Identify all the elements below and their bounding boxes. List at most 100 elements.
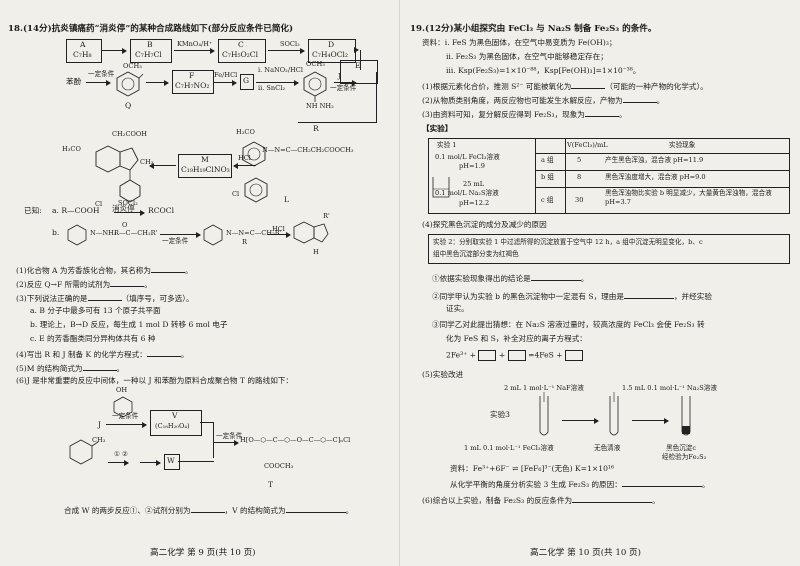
ch3-label: CH₃ (140, 158, 154, 166)
exp3-label: 实验3 (490, 410, 511, 419)
q19-p1: (1)根据元素化合价，推测 S²⁻ 可能被氧化为（可能的一种产物的化学式）。 (422, 82, 708, 91)
exp1-fe: 0.1 mol/L FeCl₃溶液 (435, 153, 500, 161)
q18-1: (1)化合物 A 为芳香族化合物，其名称为。 (16, 266, 193, 275)
known-b-o: O (122, 221, 128, 229)
q18-6: (6)J 是非常重要的反应中间体，一种以 J 和苯酚为原料合成聚合物 T 的路线… (16, 376, 293, 385)
box-f: F C₇H₇NO₂ (172, 70, 214, 94)
known-b-hcl: HCl (272, 225, 285, 233)
exp1-label: 实验 1 (437, 141, 457, 149)
h3co-label: H₃CO (62, 145, 81, 153)
known-a-reagent: SOCl₂ (118, 199, 138, 207)
footer-right: 高二化学 第 10 页(共 10 页) (530, 548, 641, 558)
eq-box-3[interactable] (565, 350, 584, 361)
indole-kb-icon (293, 221, 329, 244)
arrow-known-b (160, 231, 201, 238)
arrow-q-f (146, 79, 169, 86)
known-b-product: N—N=C—CH₂R' (226, 229, 282, 237)
label-t: T (268, 480, 274, 489)
box-d-formula: C₇H₄OCl₂ (312, 50, 349, 59)
row-a-group: a 组 (541, 156, 554, 164)
arrow-j-v (106, 421, 147, 428)
indole-icon (95, 145, 141, 203)
q19-p4: (4)探究黑色沉淀的成分及减少的原因 (422, 220, 547, 229)
reagent-na2s: 1.5 mL 0.1 mol·L⁻¹ Na₂S溶液 (622, 384, 717, 392)
q19-p4-2: ②同学甲认为实验 b 的黑色沉淀物中一定混有 S，理由是，并经实验 (432, 292, 712, 301)
known-title: 已知: (24, 206, 42, 215)
row-b-obs: 黑色浑浊度增大，混合液 pH=9.0 (605, 173, 706, 181)
arrow-v-t (214, 439, 239, 446)
known-b-ketone: R—C—CH₂R' (114, 229, 158, 237)
t-coo: COOCH₃ (264, 462, 294, 470)
box-e-label: E (355, 61, 361, 70)
box-v: V (C₁₈H₂₀O₄) (150, 410, 202, 436)
eq-box-1[interactable] (478, 350, 497, 361)
box-b-formula: C₇H₇Cl (135, 50, 162, 59)
th-v: V(FeCl₃)/mL (567, 141, 608, 149)
exp2-box: 实验 2：分别取实验 1 中过滤所得的沉淀放置于空气中 12 h，a 组中沉淀无… (428, 234, 790, 264)
box-g-label: G (243, 76, 250, 85)
box-a-formula: C₇H₈ (73, 50, 92, 59)
ring-kb-icon (67, 224, 87, 246)
q18-2: (2)反应 Q→F 所需的试剂为。 (16, 280, 152, 289)
exp1-vol: 25 mL (463, 180, 485, 188)
footer-left: 高二化学 第 9 页(共 10 页) (150, 548, 256, 558)
q19-p4-3b: 化为 FeS 和 S，补全对应的离子方程式： (446, 334, 587, 343)
row-div-2 (535, 170, 789, 171)
eq-box-2[interactable] (507, 350, 526, 361)
q19-p4-2c: 证实。 (446, 304, 469, 313)
q19-p6: (6)综合以上实验，制备 Fe₂S₃ 的反应条件为。 (422, 496, 660, 505)
q18-3b: b. 理论上，B→D 反应，每生成 1 mol D 转移 6 mol 电子 (30, 320, 228, 329)
arrow-known-a (114, 209, 145, 216)
reagent-r-j2: 一定条件 (330, 84, 357, 92)
reagent-naf: 2 mL 1 mol·L⁻¹ NaF溶液 (504, 384, 584, 392)
box-w: W (164, 454, 180, 470)
q19-title: 19.(12分)某小组探究由 FeCl₃ 与 Na₂S 制备 Fe₂S₃ 的条件… (410, 24, 657, 34)
row-b-v: 8 (577, 173, 582, 181)
box-a-label: A (80, 40, 86, 49)
arrow-exp3-2 (632, 417, 669, 424)
q18-3: (3)下列说法正确的是（填序号，可多选）。 (16, 294, 194, 303)
label-r: R (313, 124, 319, 133)
label-clear: 无色清液 (594, 444, 621, 452)
v-w-join (213, 422, 214, 458)
row-b-group: b 组 (541, 173, 554, 181)
l-h3co: H₃CO (236, 128, 255, 136)
v-cond: 一定条件 (216, 432, 243, 440)
oh-label: OH (116, 386, 128, 394)
t-formula: H[O—⬡—C—⬡—O—C—⬡—C]ₙCl (240, 436, 351, 444)
box-c: C C₇H₅O₂Cl (218, 39, 266, 63)
arrow-exp3-1 (562, 417, 599, 424)
ch3-toluene: CH₃ (92, 436, 106, 444)
label-l: L (284, 195, 290, 204)
exp-table: 实验 1 0.1 mol/L FeCl₃溶液 pH=1.9 25 mL 0.1 … (428, 138, 790, 214)
reagent-c-d: SOCl₂ (280, 40, 300, 48)
label-fe2s3: 经检验为Fe₂S₃ (662, 453, 707, 461)
reagent-f-g: Fe/HCl (214, 71, 238, 79)
box-f-label: F (189, 71, 195, 80)
reagent-fecl3: 1 mL 0.1 mol·L⁻¹ FeCl₃溶液 (464, 444, 554, 452)
arrow-phenol-q (86, 79, 111, 86)
row-a-obs: 产生黑色浑浊，混合液 pH=11.9 (605, 156, 704, 164)
e-down-line (376, 72, 377, 122)
reagent-r-j: J (338, 72, 341, 80)
known-b-cond: 一定条件 (162, 237, 189, 245)
box-b-label: B (147, 40, 153, 49)
arrow-step1 (108, 459, 129, 466)
arrow-f-g (214, 79, 237, 86)
th-obs: 实验现象 (669, 141, 696, 149)
box-a: A C₇H₈ (66, 39, 102, 63)
row-div-3 (535, 187, 789, 188)
r-och3: OCH₃ (306, 60, 325, 68)
q-och3: OCH₃ (123, 62, 142, 70)
box-m-formula: C₁₉H₁₉ClNO₃ (181, 165, 230, 174)
q19-p4-3: ③同学乙对此提出猜想：在 Na₂S 溶液过量时，较高浓度的 FeCl₃ 会使 F… (432, 320, 705, 329)
q18-4: (4)写出 R 和 J 制备 K 的化学方程式：。 (16, 350, 189, 359)
q19-info2: ⅱ. Fe₂S₃ 为黑色固体，在空气中能够稳定存在； (446, 52, 608, 61)
row-c-group: c 组 (541, 196, 554, 204)
reagent-phenol: 一定条件 (88, 70, 115, 78)
reagent-g-r2: ii. SnCl₂ (258, 84, 285, 92)
box-b: B C₇H₇Cl (130, 39, 172, 63)
ch2cooh: CH₂COOH (112, 130, 148, 138)
arrow-r-k (334, 79, 357, 86)
